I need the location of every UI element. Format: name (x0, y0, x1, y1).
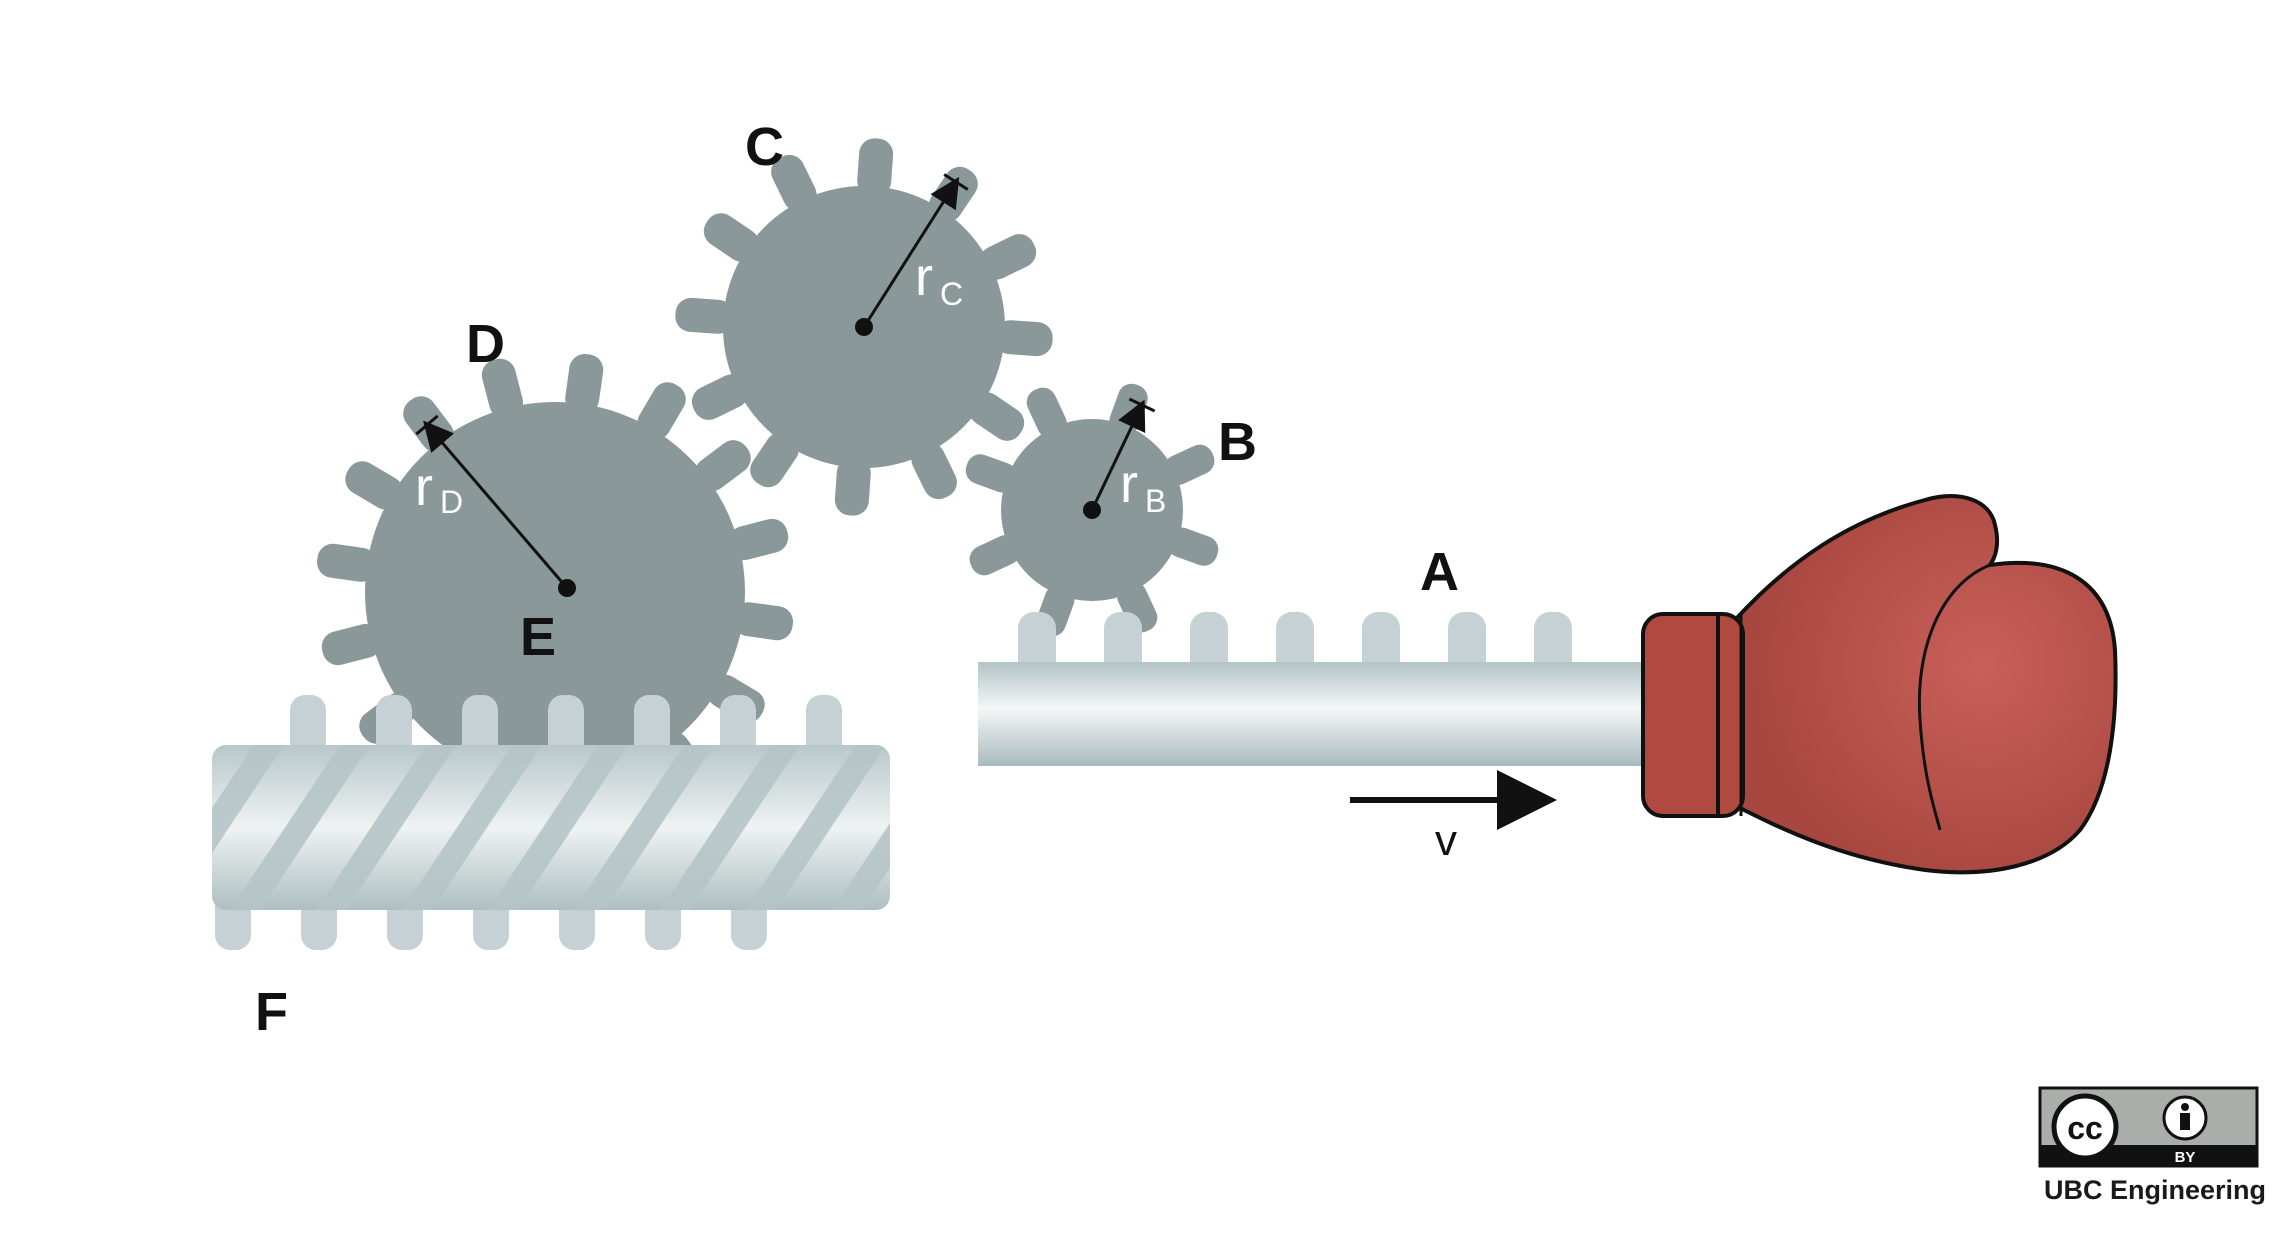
label-c: C (745, 117, 784, 177)
radius-arrow-d (415, 414, 576, 597)
label-a: A (1420, 542, 1459, 602)
svg-text:cc: cc (2067, 1110, 2103, 1146)
label-e: E (520, 607, 556, 667)
worm-screw-f (212, 695, 890, 950)
velocity-label: v (1435, 816, 1457, 865)
radius-arrow-b (1083, 397, 1156, 519)
rack-a (978, 612, 1680, 766)
svg-text:C: C (940, 276, 963, 312)
attribution-icon (2162, 1095, 2208, 1141)
label-b: B (1218, 412, 1257, 472)
radius-label-c: r C (915, 247, 963, 312)
by-label: BY (2175, 1149, 2196, 1166)
svg-text:r: r (1120, 454, 1138, 514)
label-d: D (466, 314, 505, 374)
svg-text:r: r (915, 247, 933, 307)
svg-text:r: r (415, 457, 433, 517)
credit-text: UBC Engineering (2043, 1175, 2266, 1205)
radius-label-d: r D (415, 457, 463, 520)
svg-text:B: B (1145, 483, 1166, 519)
cc-by-license-badge: cc BY (2038, 1086, 2259, 1168)
boxing-glove (1641, 494, 2118, 875)
radius-arrow-c (855, 173, 969, 336)
svg-text:D: D (440, 484, 463, 520)
cc-icon: cc (2051, 1093, 2119, 1161)
label-f: F (255, 982, 288, 1042)
radius-label-b: r B (1120, 454, 1166, 519)
